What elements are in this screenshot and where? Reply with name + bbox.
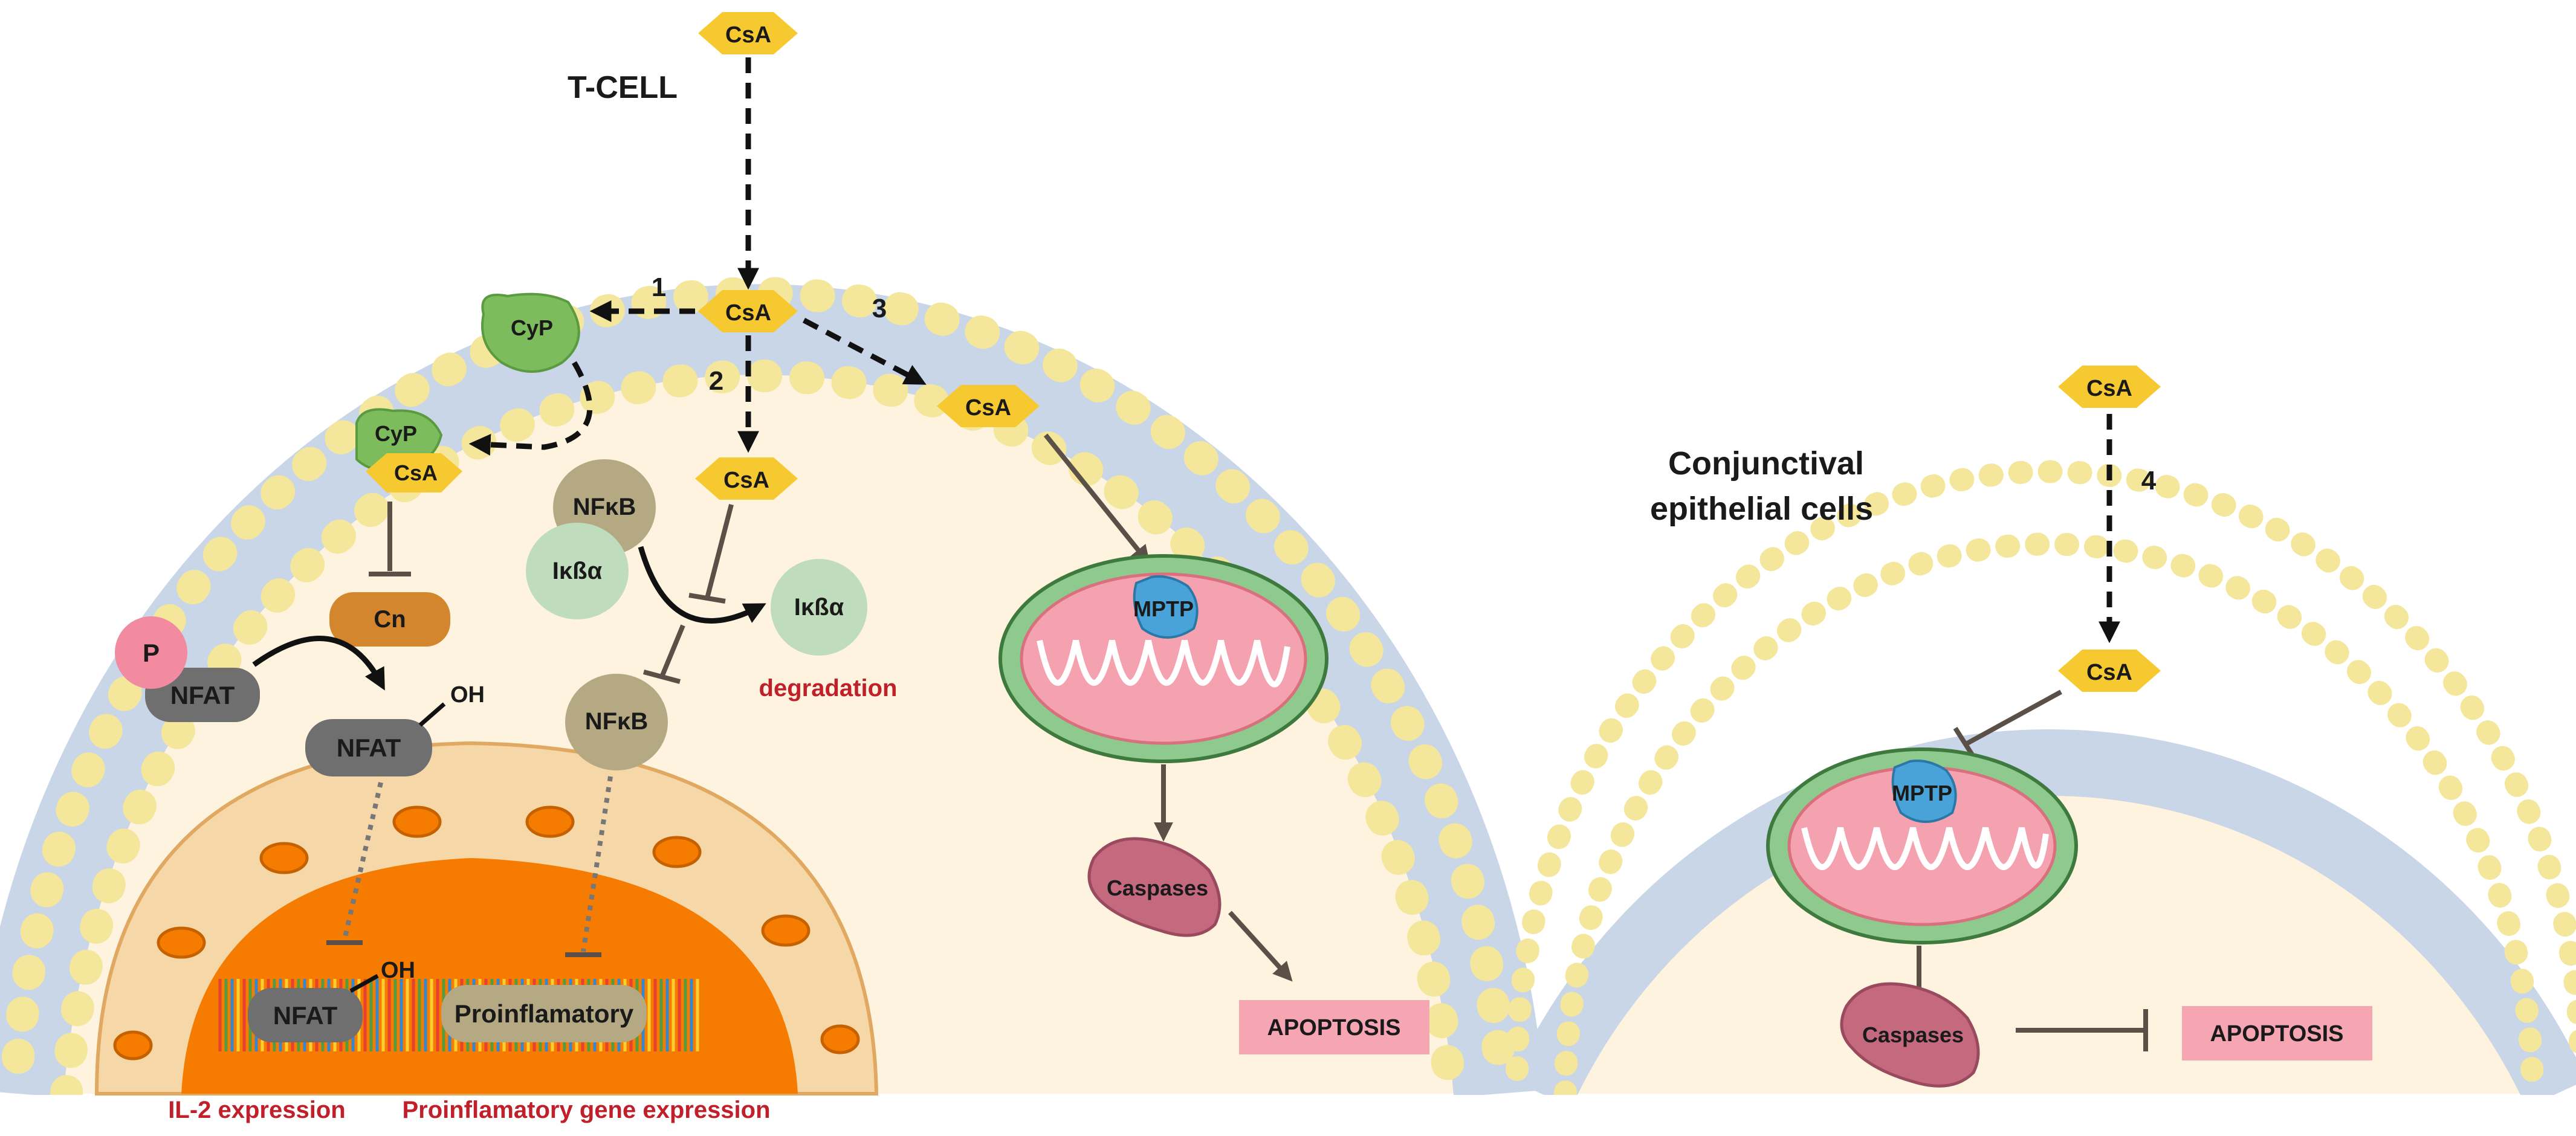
csa-conj-int-label: CsA bbox=[2086, 660, 2132, 685]
nfat-phosphorylated: NFAT P bbox=[115, 616, 260, 722]
nfkb-ikba-complex: NFκB Iκßα bbox=[526, 459, 656, 619]
csa-nfkb-branch: CsA bbox=[695, 457, 798, 500]
conj-membrane-inner-heads bbox=[1554, 532, 2544, 1105]
ikba-free: Iκßα bbox=[771, 559, 867, 656]
tcell-membrane-inner-heads bbox=[50, 360, 1467, 1110]
csa-cytoplasm: CsA bbox=[698, 290, 798, 332]
proinflamatory-label: Proinflamatory bbox=[455, 999, 634, 1028]
step-4-label: 4 bbox=[2141, 466, 2157, 495]
step-1-label: 1 bbox=[652, 273, 666, 302]
oh-label: OH bbox=[450, 682, 485, 708]
csa-conj-extracellular: CsA bbox=[2058, 366, 2161, 408]
csa-conj-ext-label: CsA bbox=[2086, 376, 2132, 401]
caspases-tcell: Caspases bbox=[1087, 837, 1222, 937]
cyp-free: CyP bbox=[481, 292, 580, 373]
nfat-nuclear-label: NFAT bbox=[273, 1001, 338, 1030]
csa-branch3-label: CsA bbox=[965, 395, 1011, 421]
tcell-title: T-CELL bbox=[568, 70, 678, 105]
step-3-label: 3 bbox=[872, 294, 887, 323]
nfkb-free: NFκB bbox=[565, 674, 668, 770]
ikba-free-label: Iκßα bbox=[794, 594, 844, 621]
csa-extracellular: CsA bbox=[698, 12, 798, 54]
mptp-conj-label: MPTP bbox=[1892, 781, 1952, 805]
cn-label: Cn bbox=[374, 606, 406, 633]
nfat-active: NFAT OH bbox=[305, 682, 485, 776]
csa-mito-branch: CsA bbox=[937, 385, 1040, 427]
nfat-active-label: NFAT bbox=[337, 734, 401, 762]
calcineurin: Cn bbox=[329, 592, 450, 647]
caspases-tcell-label: Caspases bbox=[1107, 876, 1208, 900]
mptp-tcell-label: MPTP bbox=[1133, 596, 1194, 621]
nfkb-complex-label: NFκB bbox=[573, 494, 636, 520]
csa-extracellular-label: CsA bbox=[725, 22, 771, 48]
cyp-complex-label: CyP bbox=[375, 421, 417, 446]
apoptosis-tcell-label: APOPTOSIS bbox=[1267, 1015, 1400, 1041]
caspases-conj: Caspases bbox=[1840, 982, 1980, 1088]
nfkb-free-label: NFκB bbox=[585, 708, 649, 735]
conj-title-line2: epithelial cells bbox=[1650, 491, 1873, 527]
oh-nuclear-label: OH bbox=[381, 958, 415, 983]
csa-cytoplasm-label: CsA bbox=[725, 300, 771, 326]
ikba-complex-label: Iκßα bbox=[552, 558, 603, 584]
conj-membrane-outer-heads bbox=[1506, 460, 2576, 1081]
conj-title-line1: Conjunctival bbox=[1668, 445, 1864, 482]
nfat-p-label: NFAT bbox=[170, 681, 235, 709]
mitochondrion-conj: MPTP bbox=[1766, 747, 2078, 944]
il2-expression-label: IL-2 expression bbox=[168, 1097, 345, 1123]
apoptosis-conj: APOPTOSIS bbox=[2182, 1006, 2372, 1060]
proinflam-gene-expression-label: Proinflamatory gene expression bbox=[402, 1097, 770, 1123]
phosphate-label: P bbox=[143, 639, 160, 667]
apoptosis-conj-label: APOPTOSIS bbox=[2210, 1021, 2343, 1047]
nfat-nuclear bbox=[248, 988, 363, 1042]
csa-complex-label: CsA bbox=[394, 460, 438, 485]
csa-branch2-label: CsA bbox=[723, 468, 769, 493]
apoptosis-tcell: APOPTOSIS bbox=[1239, 1000, 1429, 1054]
cyp-free-label: CyP bbox=[511, 315, 553, 340]
caspases-conj-label: Caspases bbox=[1862, 1022, 1964, 1047]
nuclear-pores bbox=[113, 805, 860, 1060]
degradation-label: degradation bbox=[759, 675, 898, 702]
nucleus: NFAT OH Proinflamatory bbox=[94, 741, 879, 1096]
step-2-label: 2 bbox=[709, 366, 723, 396]
csa-conj-intracellular: CsA bbox=[2058, 650, 2161, 692]
cyp-csa-complex: CyP CsA bbox=[355, 408, 462, 492]
proinflamatory-box bbox=[441, 985, 647, 1042]
mitochondrion-tcell: MPTP bbox=[998, 554, 1328, 763]
